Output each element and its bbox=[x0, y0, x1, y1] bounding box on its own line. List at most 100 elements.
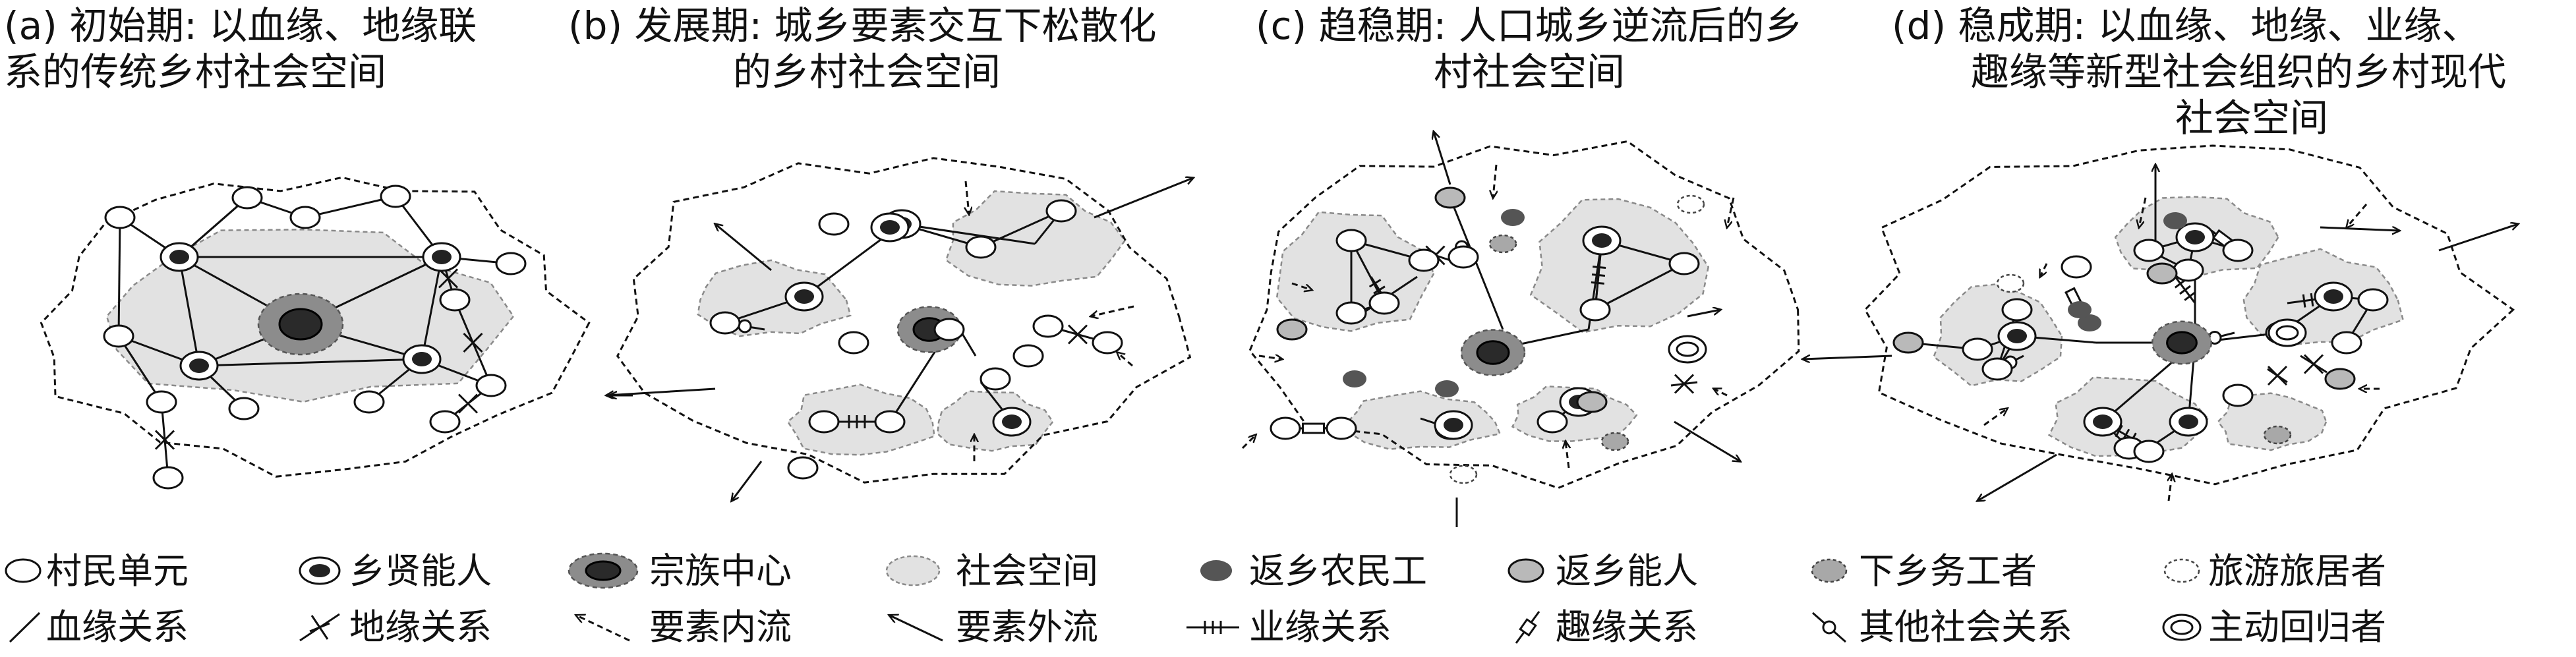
blood-relation bbox=[305, 195, 396, 219]
blood-relation bbox=[198, 358, 423, 367]
rural-worker bbox=[2263, 425, 2292, 445]
social-space bbox=[786, 384, 935, 456]
social-space-icon bbox=[885, 555, 941, 586]
business-relation-tick bbox=[1591, 273, 1606, 277]
evolution-diagram bbox=[40, 0, 2576, 527]
factor-inflow bbox=[1566, 442, 1569, 469]
panel-d-title: (d) 稳成期: 以血缘、地缘、业缘、 趣缘等新型社会组织的乡村现代 社会空间 bbox=[1892, 3, 2506, 141]
factor-outflow bbox=[1434, 132, 1451, 185]
legend-label-factor-outflow: 要素外流 bbox=[956, 606, 1098, 648]
villager-unit bbox=[787, 456, 819, 480]
villager-unit bbox=[1448, 245, 1479, 269]
village-elite-core bbox=[880, 220, 900, 235]
factor-outflow-icon bbox=[890, 615, 943, 642]
villager-unit bbox=[1668, 252, 1700, 275]
factor-outflow bbox=[1803, 356, 1892, 359]
blood-relation bbox=[421, 256, 443, 360]
villager-unit bbox=[1045, 199, 1077, 223]
returning-migrant bbox=[1435, 380, 1459, 397]
villager-unit bbox=[818, 212, 850, 236]
geo-relation-mark bbox=[1674, 374, 1695, 394]
panel-d-title-line-3: 社会空间 bbox=[2175, 96, 2329, 140]
villager-unit bbox=[1335, 301, 1367, 325]
factor-inflow bbox=[2347, 204, 2368, 227]
business-relation-tick bbox=[1591, 281, 1604, 285]
villager-unit bbox=[2133, 440, 2165, 463]
villager-unit bbox=[439, 288, 471, 312]
villager-unit bbox=[2331, 331, 2362, 355]
villager-unit bbox=[1326, 416, 1357, 440]
factor-outflow bbox=[606, 387, 716, 395]
villager-unit bbox=[1270, 416, 1301, 440]
tourist-resident-icon bbox=[2163, 558, 2200, 583]
tourist-resident bbox=[1449, 465, 1478, 484]
factor-inflow bbox=[1727, 197, 1735, 227]
panel-a-tag: (a) bbox=[4, 3, 57, 48]
villager-unit bbox=[429, 410, 461, 434]
villager-unit bbox=[2173, 258, 2204, 282]
factor-outflow bbox=[2438, 224, 2518, 252]
panel-b-title-line-1: 发展期: 城乡要素交互下松散化 bbox=[634, 3, 1157, 48]
village-elite-core bbox=[2007, 329, 2027, 343]
factor-outflow bbox=[1094, 178, 1193, 219]
rural-worker bbox=[1488, 234, 1517, 254]
panel-c-title-line-1: 趋稳期: 人口城乡逆流后的乡 bbox=[1318, 3, 1803, 48]
panel-b-tag: (b) bbox=[568, 3, 623, 48]
village-elite-icon bbox=[299, 556, 341, 585]
factor-inflow bbox=[2169, 474, 2172, 501]
villager-unit bbox=[709, 311, 741, 335]
villager-unit bbox=[965, 235, 997, 259]
path bbox=[616, 157, 1192, 484]
factor-outflow bbox=[1674, 420, 1740, 461]
returning-elite bbox=[2146, 262, 2178, 285]
villager-unit bbox=[152, 466, 184, 490]
geo-relation-mark bbox=[438, 268, 459, 289]
returning-migrant bbox=[2068, 301, 2092, 318]
interest-relation-mark bbox=[1302, 422, 1325, 434]
legend-label-other-relation: 其他社会关系 bbox=[1859, 606, 2072, 648]
factor-inflow bbox=[1714, 389, 1728, 397]
other-relation-icon bbox=[1812, 612, 1846, 643]
legend-label-business-relation: 业缘关系 bbox=[1249, 606, 1391, 648]
business-relation-tick bbox=[2115, 424, 2123, 438]
panel-c-title: (c) 趋稳期: 人口城乡逆流后的乡 村社会空间 bbox=[1256, 3, 1803, 95]
villager-unit bbox=[353, 390, 385, 414]
geo-relation-mark bbox=[154, 430, 175, 450]
clan-center bbox=[278, 308, 323, 341]
interest-relation-icon-mark bbox=[1519, 617, 1537, 637]
villager-unit bbox=[2133, 239, 2165, 262]
villager-unit bbox=[980, 367, 1011, 391]
business-relation-tick bbox=[1368, 279, 1382, 288]
factor-inflow bbox=[2139, 197, 2147, 227]
business-relation-tick bbox=[2310, 293, 2314, 307]
clan-center-icon bbox=[568, 552, 639, 589]
villager-unit bbox=[1981, 357, 2013, 381]
factor-inflow bbox=[1983, 409, 2007, 426]
blood-relation bbox=[178, 256, 200, 366]
business-relation-tick bbox=[1373, 285, 1386, 295]
villager-unit bbox=[1012, 344, 1044, 368]
clan-center-icon-core bbox=[585, 560, 622, 581]
social-space bbox=[945, 190, 1127, 287]
village-elite-core bbox=[189, 358, 209, 373]
factor-inflow bbox=[1117, 353, 1133, 367]
villager-unit bbox=[1032, 314, 1064, 338]
panel-b-title: (b) 发展期: 城乡要素交互下松散化 的乡村社会空间 bbox=[568, 3, 1157, 95]
legend-label-factor-inflow: 要素内流 bbox=[649, 606, 792, 648]
geo-relation-mark bbox=[2303, 354, 2324, 374]
factor-inflow bbox=[1291, 282, 1312, 290]
blood-relation bbox=[117, 335, 163, 403]
villager-unit bbox=[2222, 239, 2254, 262]
legend-label-blood-relation: 血缘关系 bbox=[46, 606, 189, 648]
villager-unit bbox=[1962, 337, 1993, 361]
other-relation-mark bbox=[738, 319, 752, 333]
geo-relation-mark bbox=[2267, 365, 2288, 386]
blood-relation-icon bbox=[9, 612, 41, 643]
legend-label-active-returner: 主动回归者 bbox=[2208, 606, 2386, 648]
villager-unit bbox=[2001, 298, 2033, 322]
villager-unit bbox=[495, 252, 527, 275]
rural-worker-icon bbox=[1811, 558, 1848, 583]
village-elite-core bbox=[2185, 230, 2205, 244]
factor-inflow bbox=[1258, 356, 1282, 359]
geo-relation-mark bbox=[1067, 324, 1088, 345]
